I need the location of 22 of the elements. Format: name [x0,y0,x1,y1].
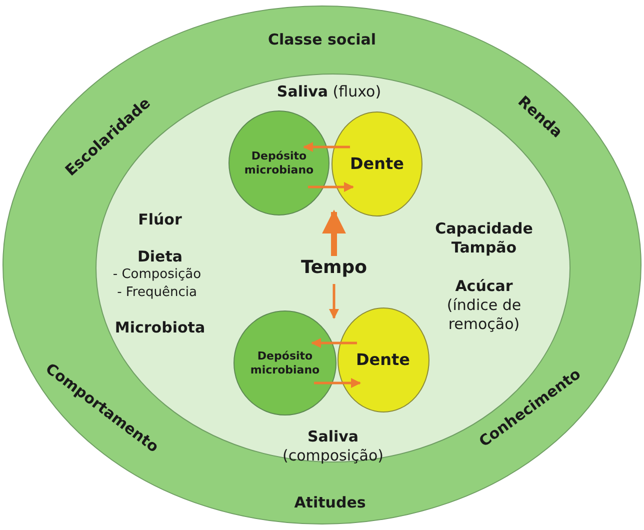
factor-label: - Composição [112,266,202,284]
arrow [322,210,346,256]
factor-label: Saliva (composição) [281,427,385,465]
ring-label: Atitudes [293,494,367,512]
factor-label: Microbiota [114,318,206,338]
arrow [303,142,350,152]
circle-label: Depósito microbiano [249,349,321,377]
factor-label: Acúcar (índice de remoção) [446,276,522,334]
factor-label: Capacidade Tampão [434,219,534,257]
factor-label: Dieta [136,248,184,266]
ring-label: Classe social [266,30,378,50]
circle-label: Dente [348,154,406,174]
arrow [308,182,354,192]
arrow [314,378,361,388]
time-label: Tempo [300,256,368,280]
circle-label: Depósito microbiano [243,149,315,177]
factor-label: Saliva (fluxo) [276,82,382,102]
factor-label: Flúor [137,210,183,230]
factor-label: - Frequência [116,284,198,302]
circle-label: Dente [354,350,412,370]
arrow [329,284,339,319]
arrow [311,338,357,348]
